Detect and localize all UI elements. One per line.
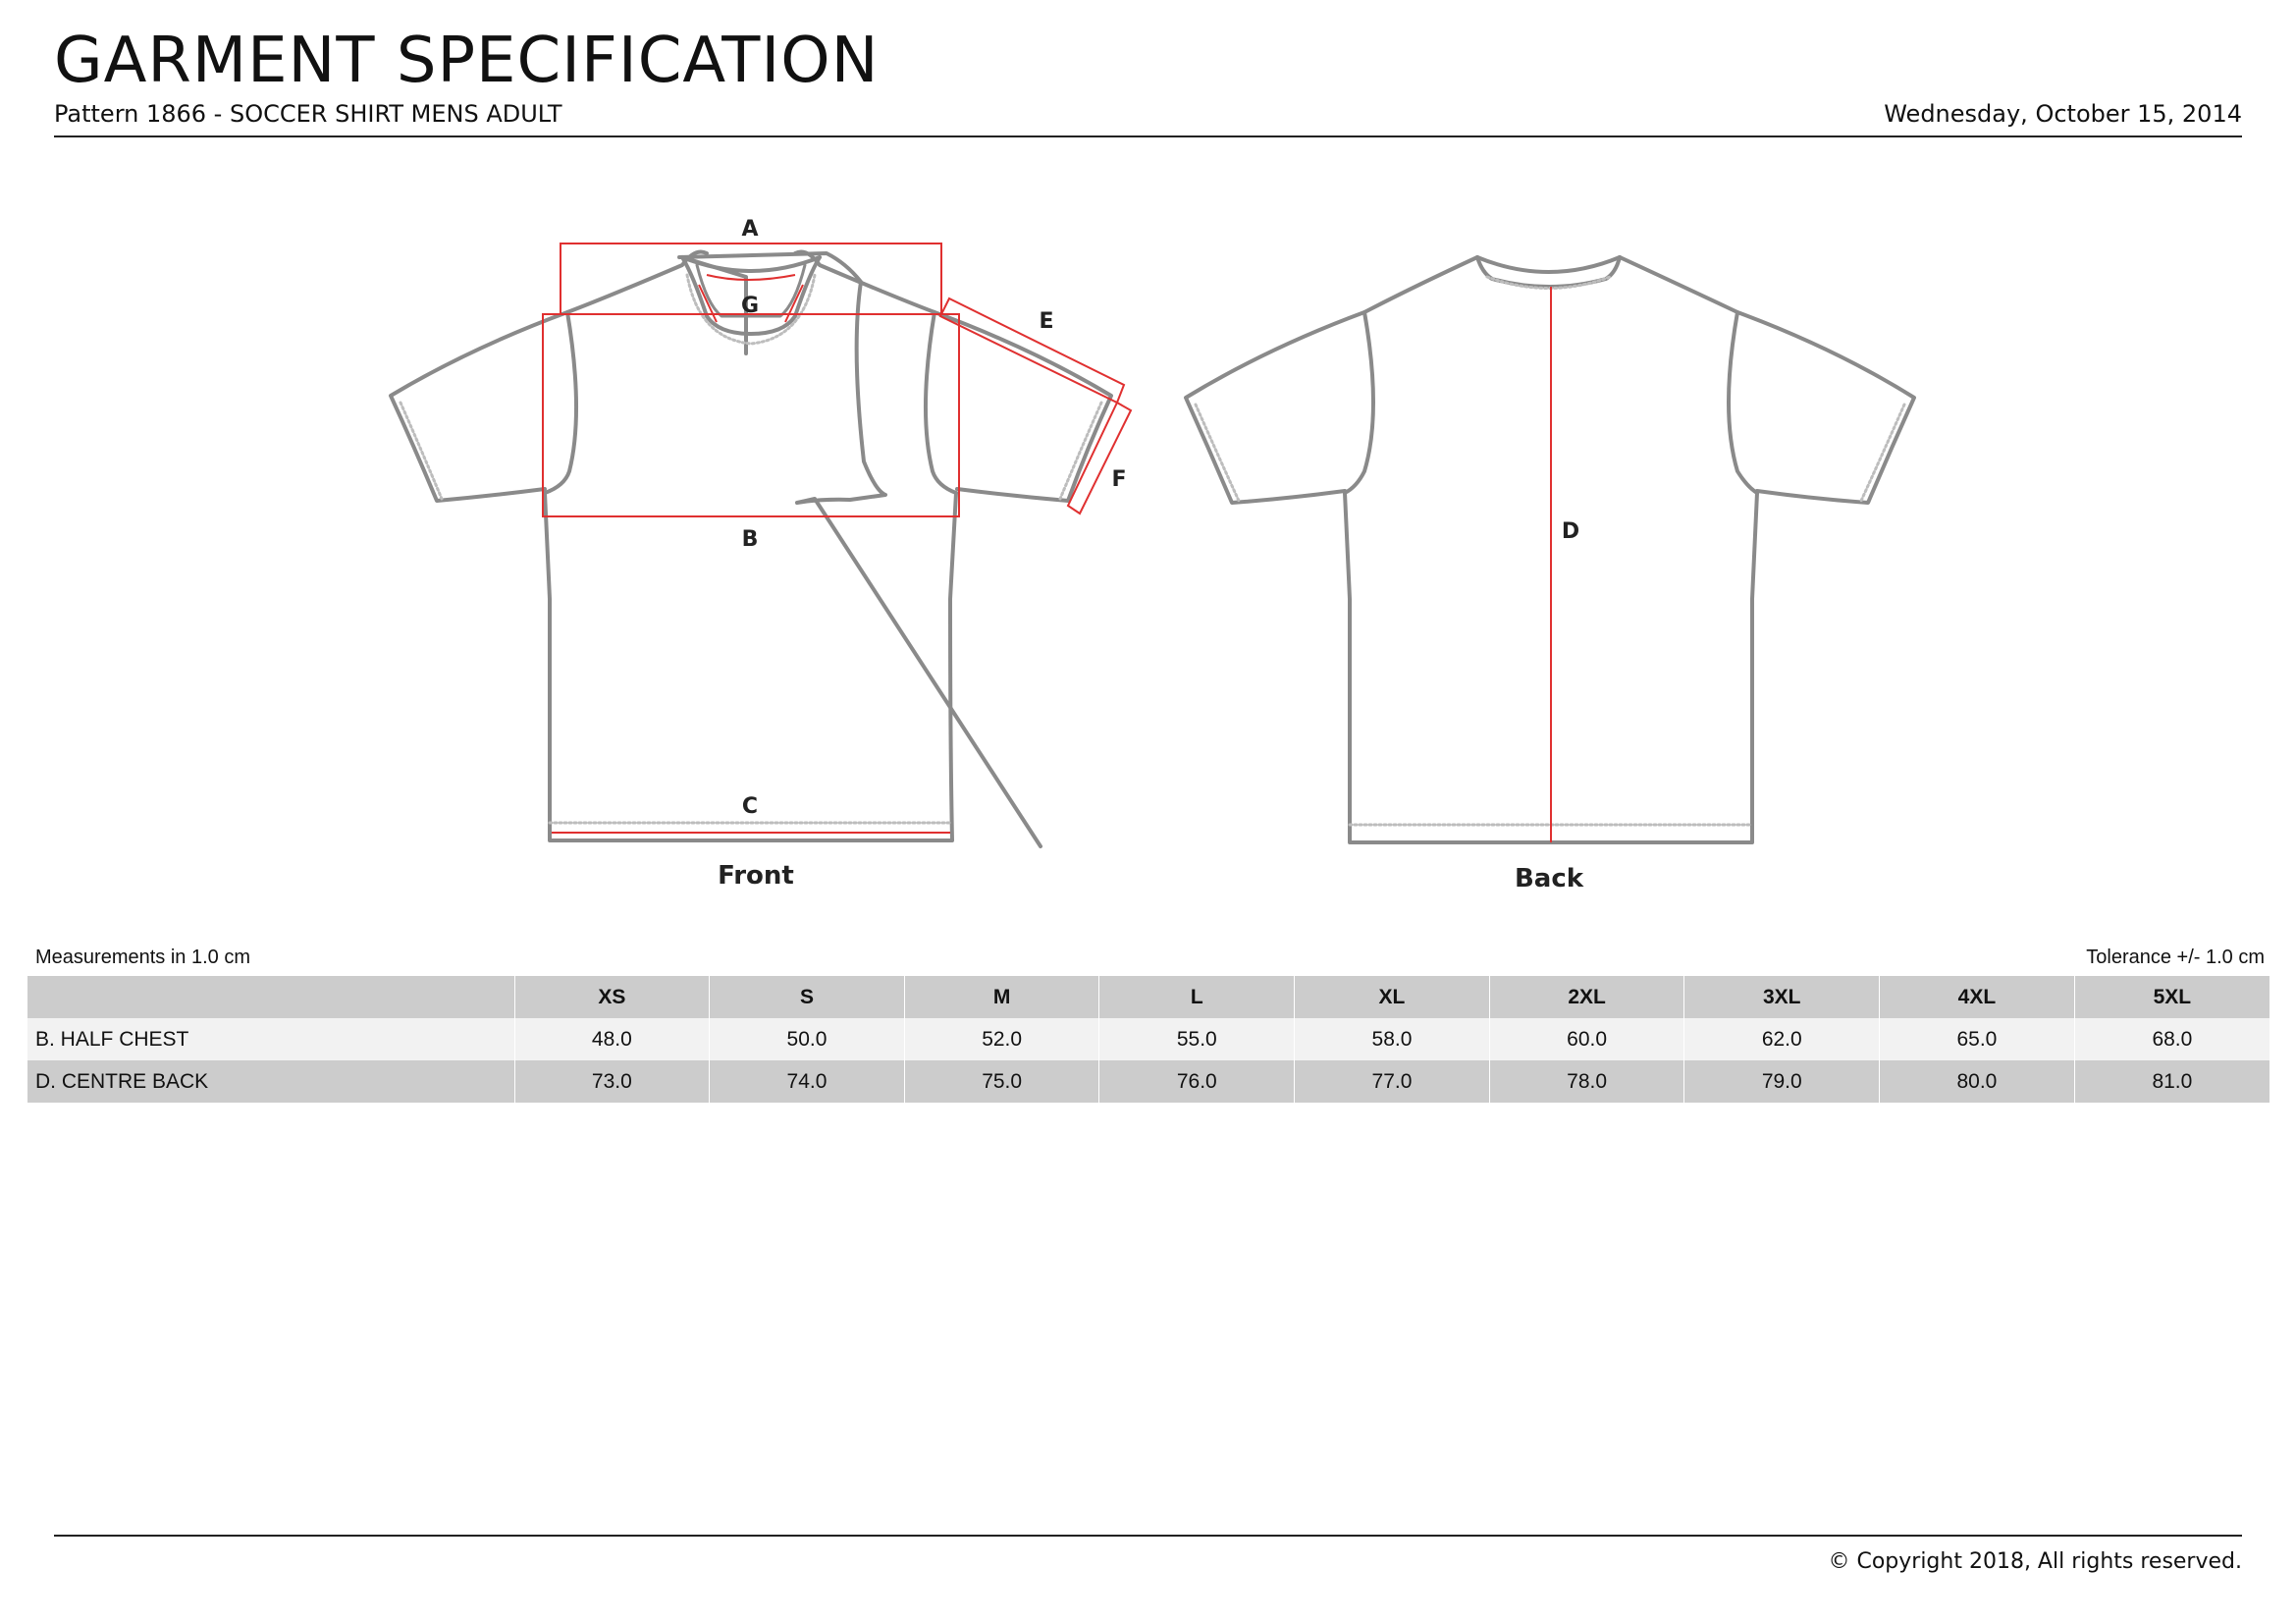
table-cell: 65.0 bbox=[1879, 1018, 2075, 1060]
measurements-note: Measurements in 1.0 cm bbox=[35, 947, 250, 968]
table-cell: 74.0 bbox=[709, 1060, 905, 1103]
garment-diagram: A G E F B C D Front Back bbox=[389, 217, 1916, 893]
size-header-xl: XL bbox=[1294, 976, 1490, 1018]
size-header-s: S bbox=[709, 976, 905, 1018]
table-cell: 60.0 bbox=[1489, 1018, 1685, 1060]
label-f: F bbox=[1111, 467, 1126, 492]
label-d: D bbox=[1562, 519, 1579, 544]
label-c: C bbox=[742, 794, 758, 819]
table-cell: 77.0 bbox=[1294, 1060, 1490, 1103]
measure-g-arrows bbox=[698, 274, 804, 323]
table-cell: 80.0 bbox=[1879, 1060, 2075, 1103]
back-caption: Back bbox=[1515, 864, 1584, 893]
table-cell: 78.0 bbox=[1489, 1060, 1685, 1103]
label-b: B bbox=[742, 527, 759, 552]
table-row-half-chest: B. HALF CHEST 48.0 50.0 52.0 55.0 58.0 6… bbox=[27, 1018, 2269, 1060]
table-cell: 52.0 bbox=[904, 1018, 1100, 1060]
size-spec-table: XS S M L XL 2XL 3XL 4XL 5XL B. HALF CHES… bbox=[27, 976, 2269, 1103]
table-cell: 75.0 bbox=[904, 1060, 1100, 1103]
table-cell: 48.0 bbox=[514, 1018, 711, 1060]
table-row-centre-back: D. CENTRE BACK 73.0 74.0 75.0 76.0 77.0 … bbox=[27, 1060, 2269, 1103]
size-header-5xl: 5XL bbox=[2153, 985, 2192, 1008]
footer-divider bbox=[54, 1535, 2242, 1537]
table-cell: 58.0 bbox=[1294, 1018, 1490, 1060]
table-cell: 50.0 bbox=[709, 1018, 905, 1060]
size-header-row: XS S M L XL 2XL 3XL 4XL 5XL bbox=[27, 976, 2269, 1018]
measure-f-box bbox=[1066, 401, 1133, 515]
front-caption: Front bbox=[718, 861, 794, 891]
header-divider bbox=[54, 135, 2242, 137]
row-label: B. HALF CHEST bbox=[27, 1018, 515, 1060]
table-cell: 62.0 bbox=[1683, 1018, 1881, 1060]
table-cell: 68.0 bbox=[2152, 1027, 2193, 1051]
label-g: G bbox=[741, 294, 759, 318]
table-cell: 81.0 bbox=[2152, 1069, 2193, 1093]
table-cell: 76.0 bbox=[1098, 1060, 1296, 1103]
size-header-xs: XS bbox=[514, 976, 711, 1018]
header-label-cell bbox=[27, 976, 515, 1018]
size-header-3xl: 3XL bbox=[1683, 976, 1881, 1018]
tolerance-note: Tolerance +/- 1.0 cm bbox=[2086, 947, 2265, 968]
label-e: E bbox=[1039, 309, 1053, 334]
table-cell: 55.0 bbox=[1098, 1018, 1296, 1060]
size-header-4xl: 4XL bbox=[1879, 976, 2075, 1018]
size-header-l: L bbox=[1098, 976, 1296, 1018]
row-label: D. CENTRE BACK bbox=[27, 1060, 515, 1103]
front-shirt-outline bbox=[389, 249, 1113, 848]
pattern-subtitle: Pattern 1866 - SOCCER SHIRT MENS ADULT bbox=[54, 100, 562, 128]
table-cell: 73.0 bbox=[514, 1060, 711, 1103]
size-header-2xl: 2XL bbox=[1489, 976, 1685, 1018]
copyright-notice: © Copyright 2018, All rights reserved. bbox=[1828, 1549, 2242, 1574]
label-a: A bbox=[741, 217, 758, 242]
size-header-m: M bbox=[904, 976, 1100, 1018]
page-title: GARMENT SPECIFICATION bbox=[54, 25, 880, 97]
document-date: Wednesday, October 15, 2014 bbox=[1884, 100, 2242, 128]
table-cell: 79.0 bbox=[1683, 1060, 1881, 1103]
measure-b-box bbox=[542, 313, 960, 517]
